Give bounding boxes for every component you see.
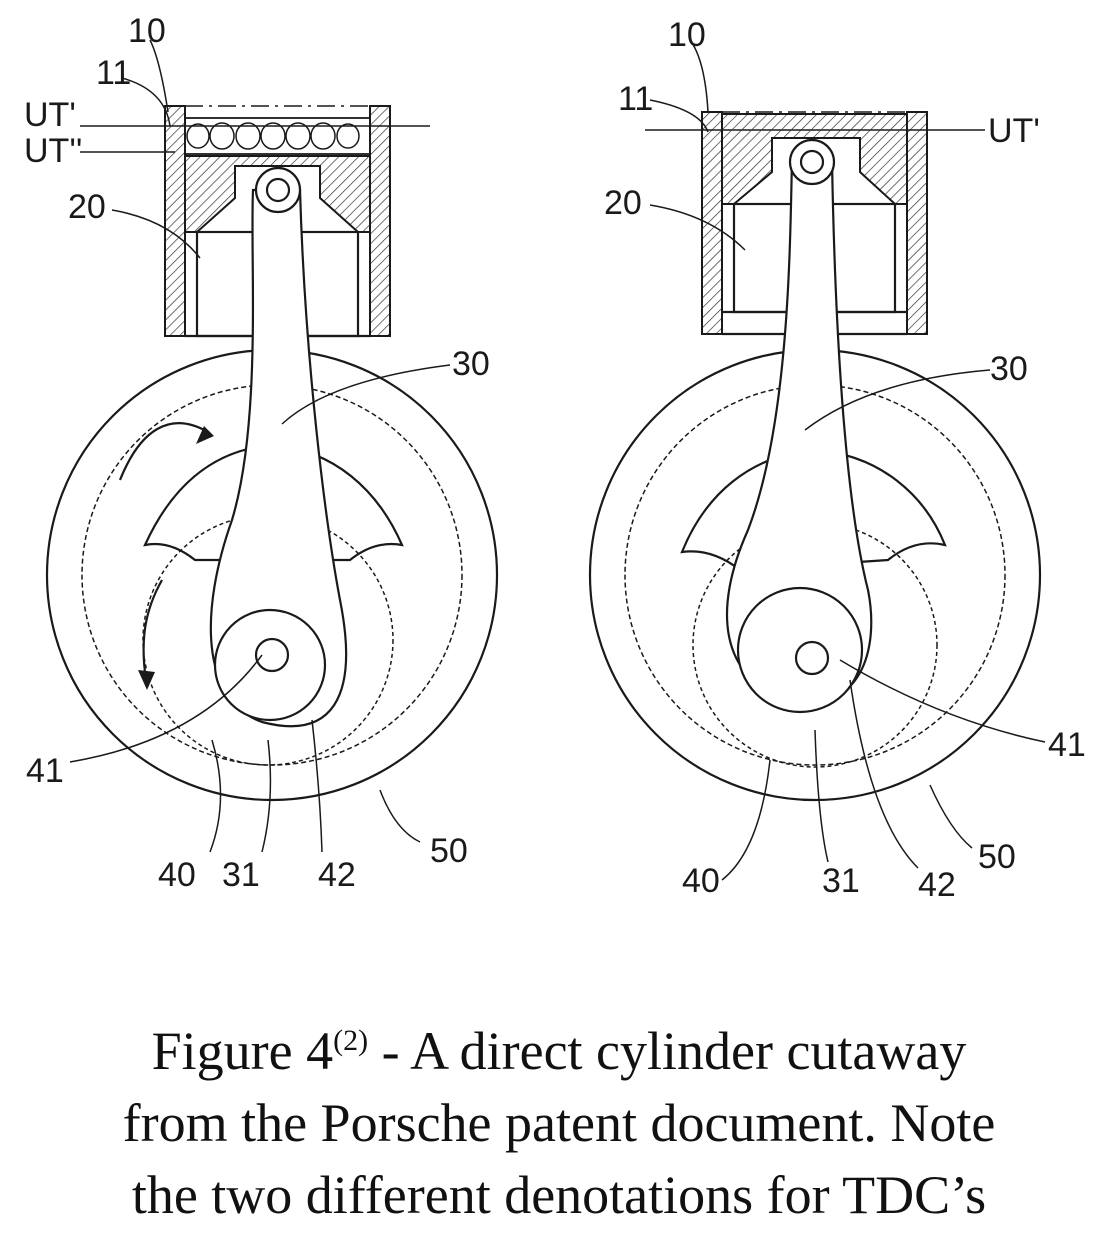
label-50: 50 [430,832,468,870]
cylinder-wall-right-r [906,111,928,335]
figure-caption: Figure 4(2) - A direct cylinder cutaway … [0,1015,1118,1231]
label-42-r: 42 [918,866,956,904]
caption-line-2: from the Porsche patent document. Note [122,1093,996,1153]
label-ut-prime: UT' [24,96,76,134]
label-41: 41 [26,752,64,790]
label-42: 42 [318,856,356,894]
patent-drawing: 10 11 UT' UT'' 20 30 41 40 31 42 50 [24,12,1086,904]
label-30: 30 [452,345,490,383]
label-ut-prime-r: UT' [988,112,1040,150]
label-11-r: 11 [618,80,653,118]
label-20-r: 20 [604,184,642,222]
caption-line-3: the two different denotations for TDC’s [131,1165,987,1225]
label-30-r: 30 [990,350,1028,388]
label-50-r: 50 [978,838,1016,876]
caption-superscript: (2) [333,1024,369,1057]
label-40-r: 40 [682,862,720,900]
cylinder-wall-left [164,105,186,337]
combustion-chamber [184,117,371,155]
cylinder-wall-right [369,105,391,337]
label-31: 31 [222,856,260,894]
label-20: 20 [68,188,106,226]
label-11: 11 [96,54,131,92]
label-10: 10 [128,12,166,50]
label-41-r: 41 [1048,726,1086,764]
label-31-r: 31 [822,862,860,900]
connecting-rod [209,188,348,728]
left-diagram: 10 11 UT' UT'' 20 30 41 40 31 42 50 [24,12,499,894]
label-ut-double-prime: UT'' [24,132,82,170]
label-10-r: 10 [668,16,706,54]
cylinder-wall-left-r [701,111,723,335]
caption-line-1: Figure 4(2) - A direct cylinder cutaway [151,1021,967,1081]
right-diagram: 10 11 UT' 20 30 41 40 31 42 50 [588,16,1086,904]
label-40: 40 [158,856,196,894]
